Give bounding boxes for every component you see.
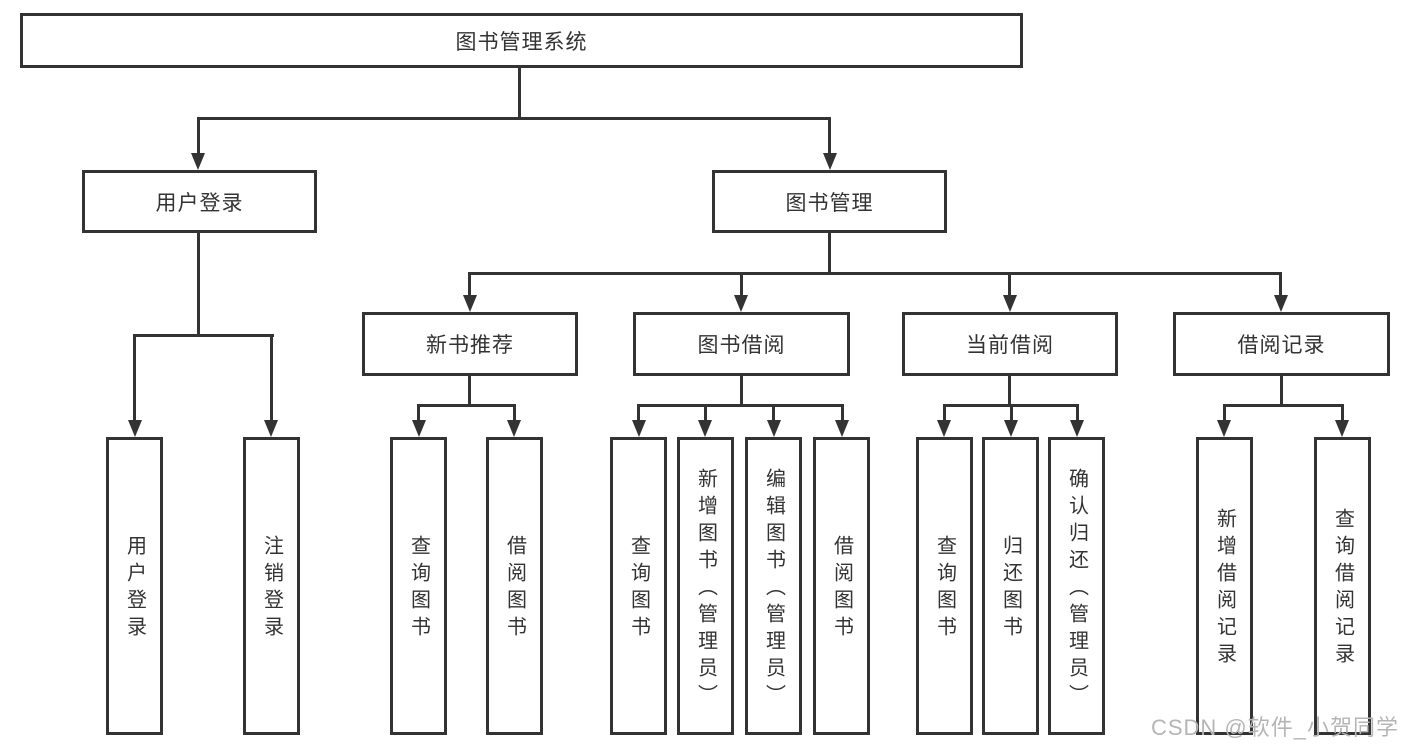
arrow-down-icon: [264, 420, 278, 437]
node-label: 图书管理: [785, 191, 874, 215]
node-label: 查询图书: [933, 535, 956, 643]
connector-stem-leaf: [841, 404, 844, 422]
leaf-user-login: 用户登录: [106, 437, 163, 735]
arrow-down-icon: [1217, 420, 1231, 437]
node-borrowing-records: 借阅记录: [1173, 312, 1390, 376]
connector-stem-borrow-record: [1279, 272, 1282, 296]
connector-stem-leaf: [417, 404, 420, 422]
leaf-logout: 注销登录: [243, 437, 300, 735]
connector-book-management-stem: [828, 231, 831, 275]
node-label: 查询图书: [407, 535, 430, 643]
connector-stem-book-management: [828, 117, 831, 156]
connector-stem: [1280, 374, 1283, 407]
node-label: 用户登录: [155, 191, 244, 215]
connector-branch: [1223, 404, 1344, 407]
arrow-down-icon: [191, 153, 205, 170]
node-label: 新书推荐: [426, 334, 514, 357]
leaf-borrow-books-borrowing: 借阅图书: [813, 437, 870, 735]
node-user-login: 用户登录: [82, 170, 317, 233]
arrow-down-icon: [734, 295, 748, 312]
arrow-down-icon: [128, 420, 142, 437]
node-library-management-system: 图书管理系统: [20, 13, 1023, 68]
node-label: 借阅图书: [503, 535, 526, 643]
leaf-add-books-admin: 新增图书（管理员）: [677, 437, 734, 735]
leaf-query-books-current: 查询图书: [916, 437, 973, 735]
node-current-borrowing: 当前借阅: [902, 312, 1118, 376]
arrow-down-icon: [632, 420, 646, 437]
leaf-confirm-return-admin: 确认归还（管理员）: [1048, 437, 1105, 735]
leaf-add-borrow-record: 新增借阅记录: [1196, 437, 1253, 735]
node-label: 查询借阅记录: [1331, 508, 1354, 670]
node-label: 注销登录: [260, 535, 283, 643]
leaf-borrow-books-recommend: 借阅图书: [486, 437, 543, 735]
node-label: 编辑图书（管理员）: [762, 467, 785, 711]
connector-stem-current-borrow: [1008, 272, 1011, 296]
connector-user-login-branch: [133, 334, 274, 337]
node-label: 查询图书: [627, 535, 650, 643]
connector-stem-user-login: [197, 117, 200, 156]
arrow-down-icon: [835, 420, 849, 437]
leaf-edit-books-admin: 编辑图书（管理员）: [745, 437, 802, 735]
connector-stem: [1008, 374, 1011, 407]
connector-user-login-stem: [197, 231, 200, 337]
connector-stem-leaf: [772, 404, 775, 422]
arrow-down-icon: [463, 295, 477, 312]
node-book-management: 图书管理: [712, 170, 947, 233]
node-label: 确认归还（管理员）: [1065, 467, 1088, 711]
connector-stem-leaf: [1341, 404, 1344, 422]
arrow-down-icon: [698, 420, 712, 437]
connector-stem-leaf: [270, 334, 273, 422]
connector-stem-leaf: [1076, 404, 1079, 422]
node-label: 借阅图书: [830, 535, 853, 643]
node-label: 用户登录: [123, 535, 146, 643]
connector-root-stem: [518, 66, 521, 119]
arrow-down-icon: [507, 420, 521, 437]
connector-stem-leaf: [1223, 404, 1226, 422]
leaf-query-books-recommend: 查询图书: [390, 437, 447, 735]
node-label: 当前借阅: [966, 334, 1054, 357]
connector-stem-leaf: [637, 404, 640, 422]
leaf-query-borrow-record: 查询借阅记录: [1314, 437, 1371, 735]
node-label: 新增图书（管理员）: [694, 467, 717, 711]
connector-stem: [740, 374, 743, 407]
connector-stem-leaf: [943, 404, 946, 422]
arrow-down-icon: [1274, 295, 1288, 312]
node-book-borrowing: 图书借阅: [633, 312, 850, 376]
connector-root-branch: [197, 117, 831, 120]
arrow-down-icon: [823, 153, 837, 170]
node-label: 新增借阅记录: [1213, 508, 1236, 670]
connector-stem-leaf: [1010, 404, 1013, 422]
connector-stem-new-book: [468, 272, 471, 296]
node-label: 借阅记录: [1237, 334, 1326, 357]
node-new-book-recommend: 新书推荐: [362, 312, 578, 376]
arrow-down-icon: [1003, 295, 1017, 312]
arrow-down-icon: [412, 420, 426, 437]
connector-stem-leaf: [513, 404, 516, 422]
node-label: 归还图书: [999, 535, 1022, 643]
arrow-down-icon: [767, 420, 781, 437]
arrow-down-icon: [1004, 420, 1018, 437]
connector-stem-book-borrow: [740, 272, 743, 296]
arrow-down-icon: [1335, 420, 1349, 437]
node-label: 图书管理系统: [455, 30, 588, 54]
node-label: 图书借阅: [697, 334, 786, 357]
leaf-return-books: 归还图书: [982, 437, 1039, 735]
connector-stem: [468, 374, 471, 407]
connector-stem-leaf: [133, 334, 136, 422]
connector-book-management-branch: [468, 272, 1282, 275]
csdn-watermark: CSDN @软件_小贺同学: [1150, 715, 1399, 740]
leaf-query-books-borrowing: 查询图书: [610, 437, 667, 735]
connector-stem-leaf: [704, 404, 707, 422]
arrow-down-icon: [937, 420, 951, 437]
connector-branch: [417, 404, 516, 407]
connector-branch: [637, 404, 844, 407]
arrow-down-icon: [1070, 420, 1084, 437]
